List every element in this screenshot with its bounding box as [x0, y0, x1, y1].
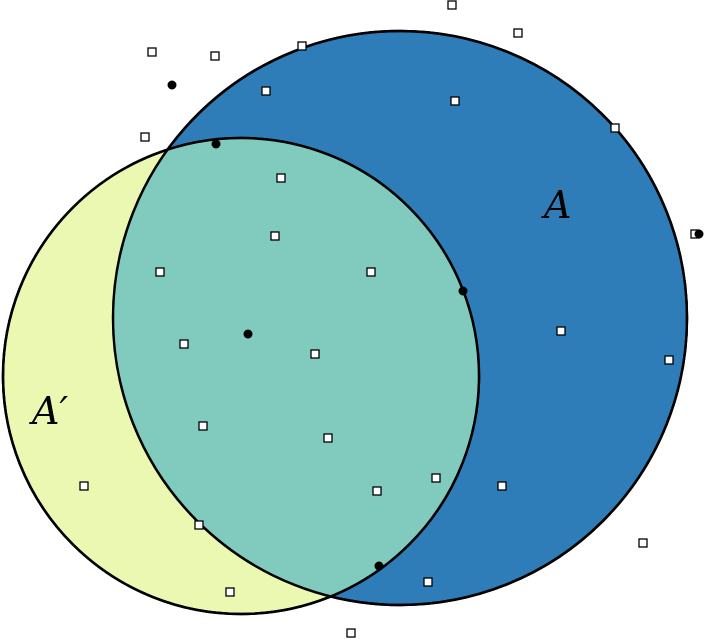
square-point	[513, 28, 523, 38]
square-point	[261, 86, 271, 96]
set-a-prime-label: A′	[29, 389, 68, 433]
set-a-outline	[111, 29, 689, 607]
set-a-prime-outline	[1, 136, 481, 616]
dot-point	[211, 139, 221, 149]
dot-point	[374, 561, 384, 571]
square-point	[664, 355, 674, 365]
square-point	[366, 267, 376, 277]
square-point	[155, 267, 165, 277]
square-point	[270, 231, 280, 241]
dot-point	[458, 286, 468, 296]
square-point	[140, 132, 150, 142]
square-point	[225, 587, 235, 597]
square-point	[310, 349, 320, 359]
square-point	[638, 538, 648, 548]
square-point	[79, 481, 89, 491]
square-point	[423, 577, 433, 587]
square-point	[194, 520, 204, 530]
square-point	[447, 0, 457, 10]
square-point	[346, 628, 356, 638]
dot-point	[694, 229, 704, 239]
square-point	[297, 41, 307, 51]
square-point	[497, 481, 507, 491]
square-point	[450, 96, 460, 106]
dot-point	[167, 80, 177, 90]
square-point	[210, 51, 220, 61]
square-point	[556, 326, 566, 336]
square-point	[610, 123, 620, 133]
square-point	[372, 486, 382, 496]
square-point	[179, 339, 189, 349]
square-point	[198, 421, 208, 431]
square-point	[147, 47, 157, 57]
square-point	[276, 173, 286, 183]
set-a-label: A	[541, 183, 571, 227]
dot-point	[243, 329, 253, 339]
square-point	[431, 473, 441, 483]
square-point	[323, 433, 333, 443]
sample-points	[79, 0, 704, 638]
